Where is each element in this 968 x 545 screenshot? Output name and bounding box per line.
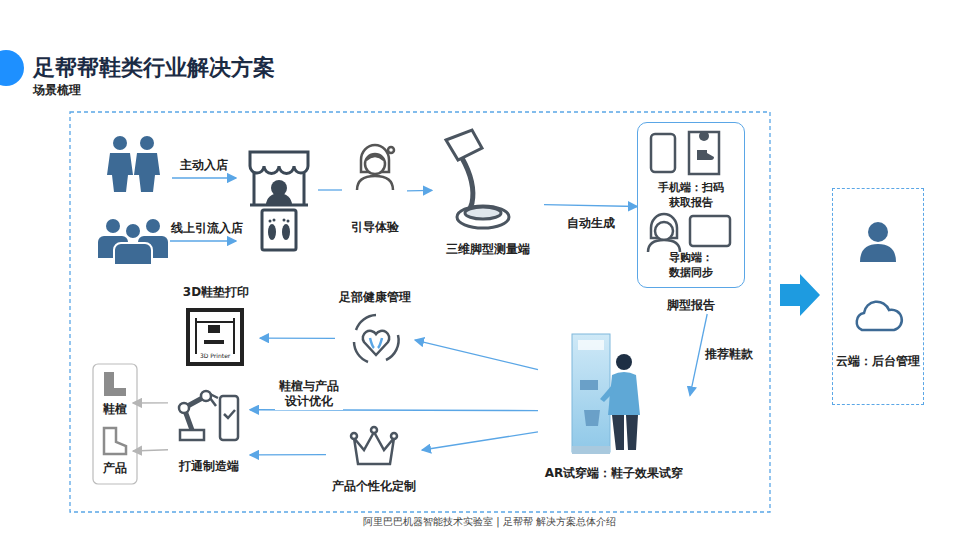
node-label: 产品 <box>103 461 127 477</box>
health-icon <box>354 315 399 362</box>
printer-text: 3D Printer <box>200 352 230 359</box>
boot-icon <box>104 428 126 454</box>
footprint-icon <box>268 219 290 241</box>
connector <box>422 432 538 450</box>
note-label: 场景梳理 <box>33 82 81 99</box>
entry-arrow <box>172 177 236 178</box>
icon-node: 产品 <box>97 425 133 477</box>
node-label: 脚型报告 <box>667 298 715 314</box>
report-icons <box>648 131 730 252</box>
edge-label: 自动生成 <box>565 216 617 232</box>
icon-node: 导购端：数据同步 <box>645 210 737 280</box>
people-icon <box>107 136 160 192</box>
cloud-box: 云端：后台管理 <box>832 188 924 405</box>
icon-node: 手机端：扫码获取报告 <box>645 128 737 210</box>
node-label: 3D鞋垫打印 <box>183 285 249 301</box>
slide-title: 足帮帮鞋类行业解决方案 <box>33 53 275 83</box>
flow-line <box>318 189 342 190</box>
ar-mirror <box>572 334 640 454</box>
note-label: 线上引流入店 <box>171 220 243 237</box>
crown-icon <box>351 427 397 464</box>
last-icon <box>104 372 126 396</box>
guide-icon <box>357 145 394 190</box>
connector <box>133 402 168 404</box>
icon-node: 产品个性化定制 <box>326 423 422 495</box>
connector <box>250 454 326 456</box>
edge-label: 推荐鞋款 <box>703 347 755 363</box>
connector <box>415 340 538 370</box>
crowd-icon <box>98 219 168 265</box>
icon-node: AR试穿端：鞋子效果试穿 <box>538 330 690 482</box>
scene-frame <box>70 112 770 512</box>
node-label: 三维脚型测量端 <box>446 242 530 258</box>
title-dot <box>0 50 24 86</box>
scanner-icon <box>446 130 509 228</box>
icon-node: 打通制造端 <box>168 388 250 475</box>
edge-label: 鞋楦与产品设计优化 <box>275 379 343 410</box>
icon-node: 三维脚型测量端 <box>432 128 544 258</box>
connector <box>407 190 432 192</box>
footer-caption: 阿里巴巴机器智能技术实验室 | 足帮帮 解决方案总体介绍 <box>363 515 616 529</box>
node-label: 导购端：数据同步 <box>667 251 715 280</box>
node-label: 打通制造端 <box>179 459 239 475</box>
icon-node: 鞋楦 <box>97 368 133 418</box>
report-group: 脚型报告 手机端：扫码获取报告导购端：数据同步 <box>637 122 745 314</box>
connector <box>260 337 335 339</box>
cloud-icon <box>857 302 902 330</box>
node-label: 足部健康管理 <box>339 290 411 306</box>
node-label: 产品个性化定制 <box>332 479 416 495</box>
big-arrow <box>780 274 820 316</box>
output-panel <box>93 364 137 484</box>
icon-node: 足部健康管理 <box>335 290 415 372</box>
icon-node: 引导体验 <box>343 138 407 236</box>
note-label: 主动入店 <box>180 157 228 174</box>
node-label: 鞋楦 <box>103 402 127 418</box>
connector <box>133 450 168 451</box>
node-label: AR试穿端：鞋子效果试穿 <box>545 466 684 482</box>
connector <box>544 205 637 207</box>
node-label: 云端：后台管理 <box>836 354 920 370</box>
entry-arrow <box>170 240 236 241</box>
robot-icon <box>179 391 238 440</box>
store-icon <box>250 152 308 250</box>
node-label: 手机端：扫码获取报告 <box>656 181 726 210</box>
admin-icon <box>860 222 896 262</box>
printer-icon <box>188 310 242 364</box>
node-label: 引导体验 <box>351 220 399 236</box>
